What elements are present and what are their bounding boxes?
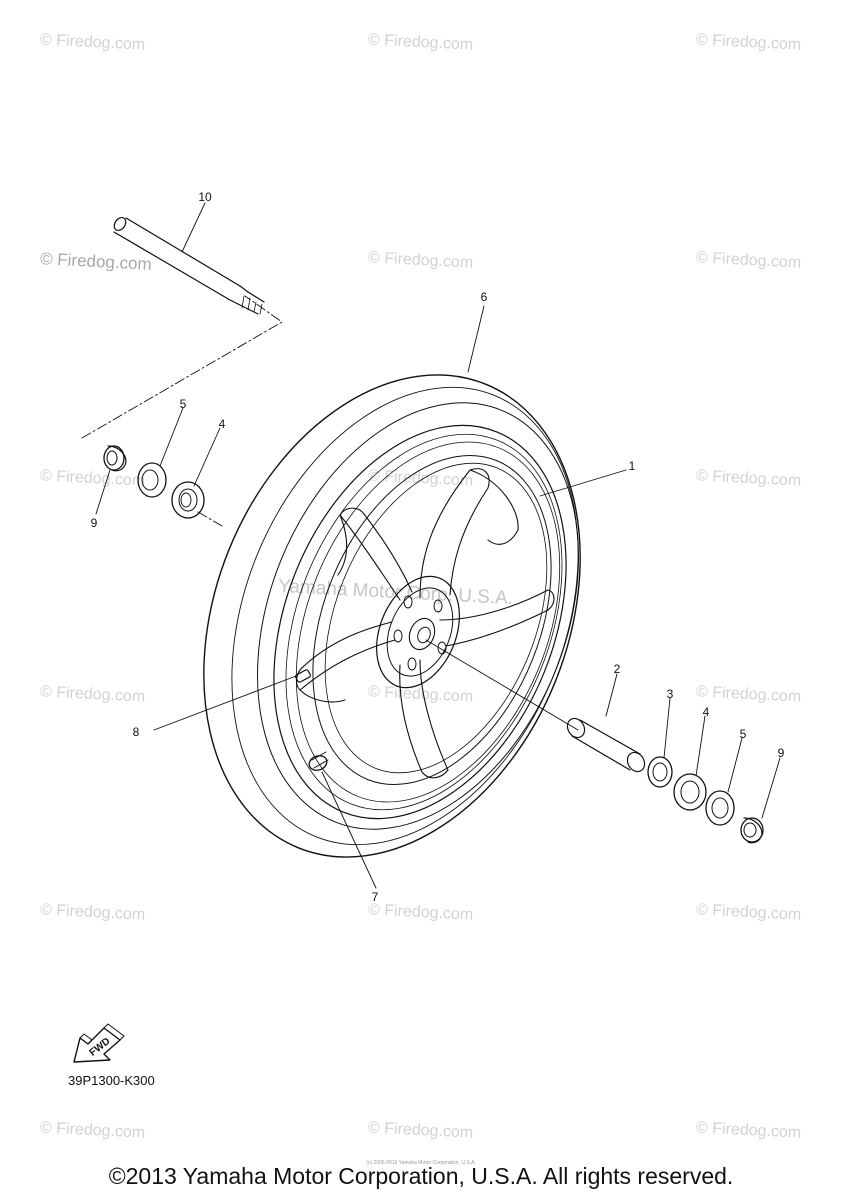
callout-7: 7	[371, 890, 379, 904]
callout-6: 6	[480, 290, 488, 304]
callout-5-right: 5	[739, 727, 747, 741]
right-bearing	[673, 773, 707, 811]
callout-1: 1	[628, 459, 636, 473]
right-oil-seal-b	[705, 790, 735, 826]
left-collar	[103, 445, 127, 472]
right-oil-seal-a	[647, 756, 673, 788]
wheel-hub	[376, 575, 460, 689]
callout-3: 3	[666, 687, 674, 701]
right-collar	[740, 817, 764, 844]
callout-4-right: 4	[702, 705, 710, 719]
copyright-notice: ©2013 Yamaha Motor Corporation, U.S.A. A…	[108, 1163, 734, 1189]
callout-4-left: 4	[218, 417, 226, 431]
wheel-spokes	[295, 468, 555, 779]
tire	[203, 374, 581, 858]
tire-valve	[308, 751, 329, 771]
diagram-part-code: 39P1300-K300	[68, 1073, 155, 1088]
callout-5-left: 5	[179, 397, 187, 411]
cast-wheel	[273, 424, 567, 820]
left-oil-seal	[137, 462, 167, 498]
callout-8: 8	[132, 725, 140, 739]
fwd-arrow-icon: FWD	[73, 1023, 125, 1063]
front-wheel-axle	[113, 216, 265, 315]
tiny-copyright: (c) 2005-2015 Yamaha Motor Corporation, …	[366, 1160, 476, 1166]
left-bearing	[171, 481, 205, 519]
balance-weight	[295, 669, 311, 683]
leader-lines	[95, 202, 781, 889]
callout-9-right: 9	[777, 746, 785, 760]
axle-collar	[566, 717, 646, 773]
callout-10: 10	[198, 190, 212, 204]
callout-9-left: 9	[90, 516, 98, 530]
callout-2: 2	[613, 662, 621, 676]
assembly-bracket	[81, 295, 283, 527]
